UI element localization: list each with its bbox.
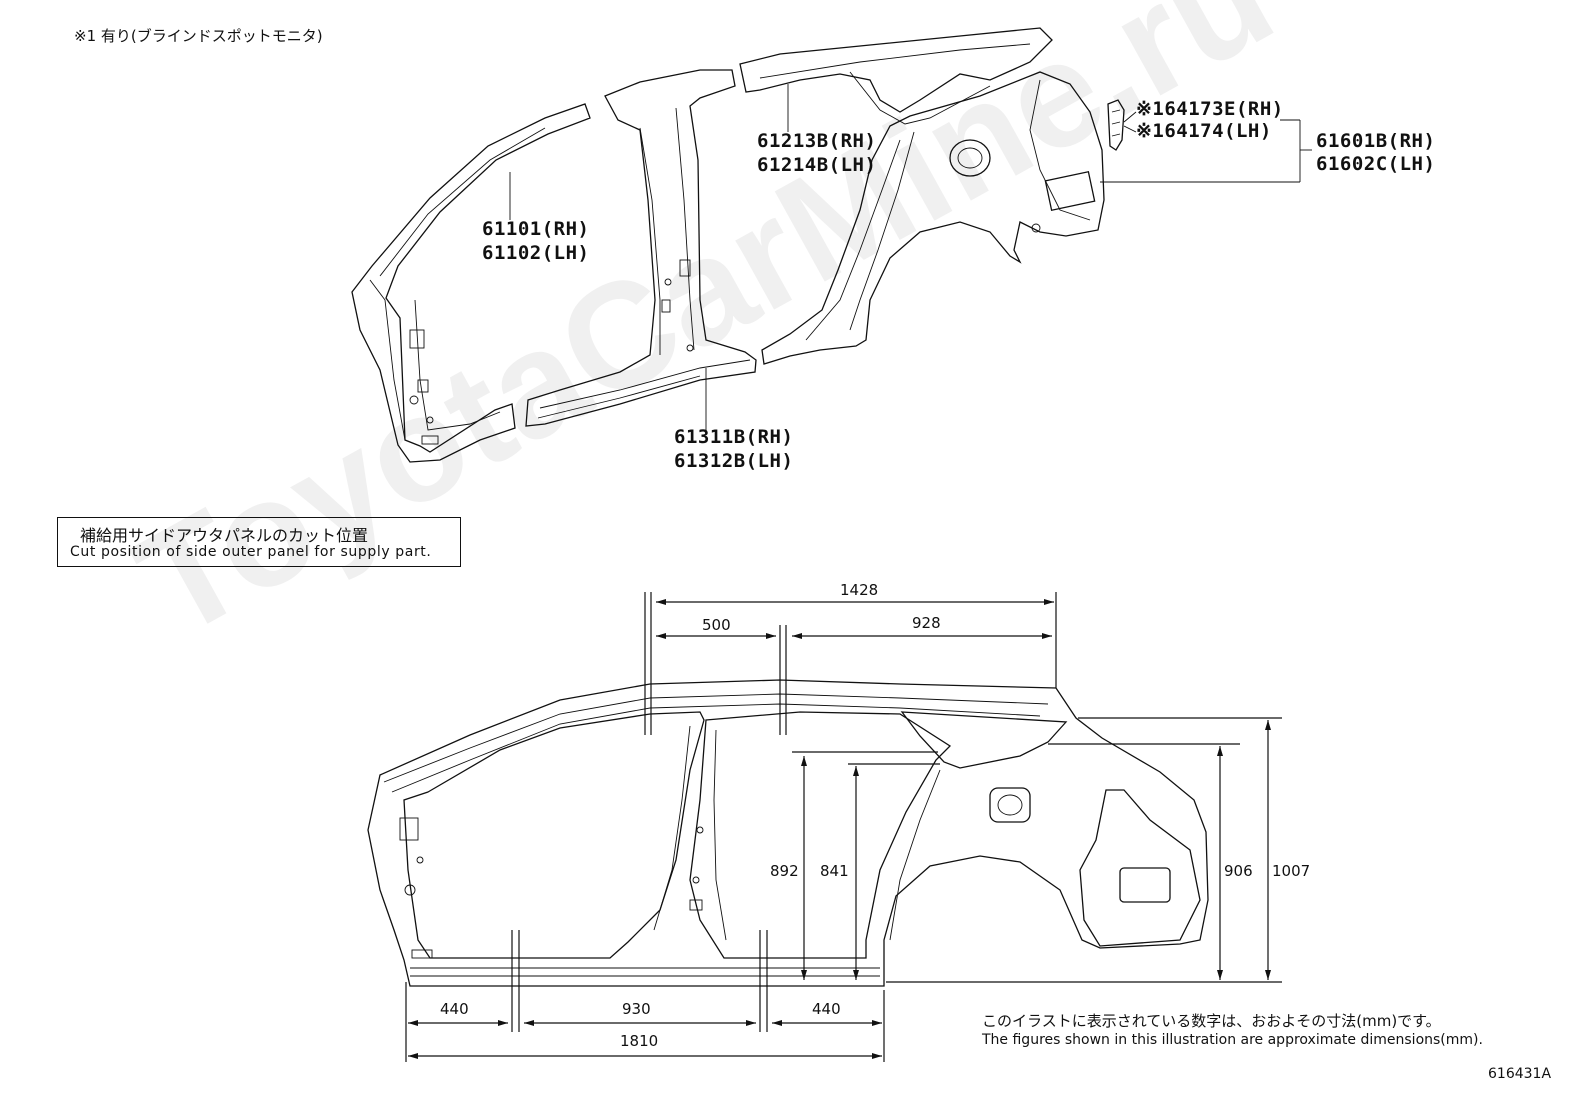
bsm-bracket — [1107, 99, 1125, 151]
dim-1007: 1007 — [1272, 862, 1311, 880]
header-note: ※1 有り(ブラインドスポットモニタ) — [74, 27, 323, 45]
dim-841: 841 — [820, 862, 849, 880]
caption-en: Cut position of side outer panel for sup… — [70, 544, 432, 560]
dim-bot-b: 930 — [622, 1000, 651, 1018]
cut-lines — [511, 592, 787, 1032]
dim-bot-c: 440 — [812, 1000, 841, 1018]
part-number-quarter-lh: 61602C(LH) — [1316, 153, 1436, 175]
roof-side-rail — [739, 27, 1053, 125]
side-outer-panel — [367, 679, 1209, 987]
caption-box: 補給用サイドアウタパネルのカット位置 Cut position of side … — [57, 517, 461, 567]
dim-top-a: 500 — [702, 616, 731, 634]
part-number-bracket-rh: ※164173E(RH) — [1136, 98, 1284, 120]
footer-note-en: The figures shown in this illustration a… — [982, 1032, 1483, 1048]
part-number-front-pillar-rh: 61101(RH) — [482, 218, 590, 240]
dim-bot-a: 440 — [440, 1000, 469, 1018]
center-pillar-panel — [525, 69, 757, 427]
dim-892: 892 — [770, 862, 799, 880]
part-leaders — [509, 84, 1312, 430]
part-number-roof-rail-lh: 61214B(LH) — [757, 154, 877, 176]
part-number-bracket-lh: ※164174(LH) — [1136, 120, 1272, 142]
figure-id: 616431A — [1488, 1066, 1552, 1082]
part-number-rocker-rh: 61311B(RH) — [674, 426, 794, 448]
dim-bot-total: 1810 — [620, 1032, 659, 1050]
part-number-front-pillar-lh: 61102(LH) — [482, 242, 590, 264]
part-number-roof-rail-rh: 61213B(RH) — [757, 130, 877, 152]
dim-top-total: 1428 — [840, 581, 879, 599]
dim-top-b: 928 — [912, 614, 941, 632]
front-pillar-panel — [351, 103, 591, 463]
dimension-lines — [405, 592, 1282, 1062]
dim-906: 906 — [1224, 862, 1253, 880]
part-number-rocker-lh: 61312B(LH) — [674, 450, 794, 472]
footer-note-jp: このイラストに表示されている数字は、おおよその寸法(mm)です。 — [982, 1012, 1441, 1030]
part-number-quarter-rh: 61601B(RH) — [1316, 130, 1436, 152]
quarter-panel — [761, 71, 1105, 365]
caption-jp: 補給用サイドアウタパネルのカット位置 — [80, 526, 369, 545]
